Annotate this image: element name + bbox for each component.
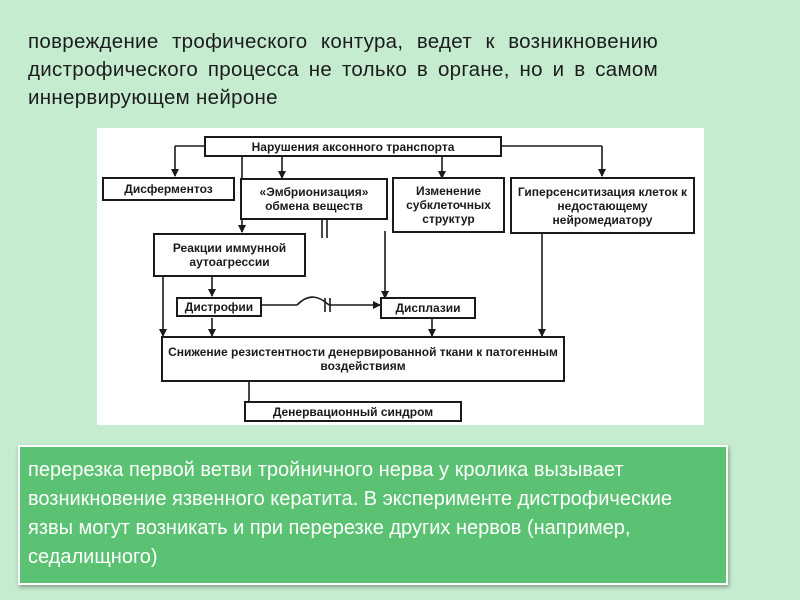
box-disfermentoz: Дисферментоз xyxy=(102,177,235,201)
box-denervation-syndrome: Денервационный синдром xyxy=(244,401,462,422)
flowchart-connectors xyxy=(159,145,606,411)
box-dystrophy: Дистрофии xyxy=(176,297,262,317)
intro-paragraph: повреждение трофического контура, ведет … xyxy=(28,30,658,109)
box-embryonization: «Эмбрионизация» обмена веществ xyxy=(240,178,388,220)
box-resistance-decrease: Снижение резистентности денервированной … xyxy=(161,336,565,382)
box-subcellular: Изменение субклеточных структур xyxy=(392,177,505,233)
flowchart: Нарушения аксонного транспорта Дисфермен… xyxy=(97,128,704,425)
box-hypersensitization: Гиперсенситизация клеток к недостающему … xyxy=(510,177,695,234)
box-immune-reactions: Реакции иммунной аутоагрессии xyxy=(153,233,306,277)
note-box: перерезка первой ветви тройничного нерва… xyxy=(18,445,728,585)
box-dysplasia: Дисплазии xyxy=(380,297,476,319)
box-axon-transport: Нарушения аксонного транспорта xyxy=(204,136,502,157)
